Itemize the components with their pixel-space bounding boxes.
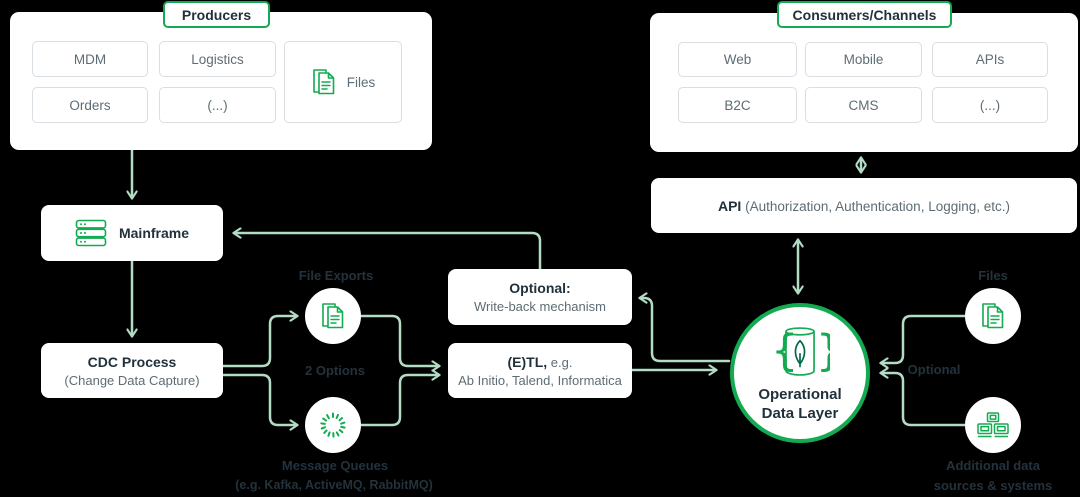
writeback-box: Optional: Write-back mechanism xyxy=(448,269,632,325)
cdc-subtitle: (Change Data Capture) xyxy=(64,372,200,388)
consumer-label-cms: CMS xyxy=(848,97,879,113)
etl-title: (E)TL, e.g. xyxy=(508,352,573,372)
file-exports-label: File Exports xyxy=(298,268,374,283)
consumer-label-b2c: B2C xyxy=(724,97,751,113)
connector-message-queues-to-etl xyxy=(359,369,441,427)
consumers-panel xyxy=(650,13,1078,152)
producer-label-mdm: MDM xyxy=(73,51,107,67)
operational-data-layer-node: { } Operational Data Layer xyxy=(730,303,870,443)
producer-label-files: Files xyxy=(346,74,376,90)
svg-text:{: { xyxy=(771,326,798,376)
etl-subtitle: Ab Initio, Talend, Informatica xyxy=(458,372,622,388)
files-right-icon xyxy=(982,303,1004,329)
additional-sources-label-line2: sources & systems xyxy=(933,478,1053,493)
mainframe-box: Mainframe xyxy=(41,205,223,261)
consumer-node-b2c: B2C xyxy=(678,87,797,123)
consumer-label-more: (...) xyxy=(979,97,1001,113)
odl-label-line1: Operational xyxy=(758,386,842,403)
writeback-title: Optional: xyxy=(509,280,571,296)
cdc-title: CDC Process xyxy=(87,353,177,370)
consumer-node-apis: APIs xyxy=(932,42,1048,77)
producer-node-more: (...) xyxy=(159,87,276,123)
file-exports-icon xyxy=(322,303,344,329)
message-queue-spinner-icon xyxy=(320,412,346,438)
etl-box: (E)TL, e.g. Ab Initio, Talend, Informati… xyxy=(448,343,632,398)
consumers-title: Consumers/Channels xyxy=(792,6,937,23)
connector-cdc-to-message-queues xyxy=(221,373,299,431)
producer-node-logistics: Logistics xyxy=(159,41,276,77)
consumer-node-mobile: Mobile xyxy=(805,42,922,77)
connector-writeback-to-mainframe xyxy=(232,227,542,271)
computer-systems-icon xyxy=(977,411,1009,437)
mongodb-database-icon: { } xyxy=(771,326,830,376)
api-box-text: API (Authorization, Authentication, Logg… xyxy=(718,198,1010,214)
message-queues-label: Message Queues xyxy=(281,458,389,473)
svg-text:}: } xyxy=(816,326,830,376)
message-queues-circle xyxy=(305,397,361,453)
optional-right-label: Optional xyxy=(907,362,961,377)
api-box-detail: (Authorization, Authentication, Logging,… xyxy=(741,198,1010,214)
consumer-node-more: (...) xyxy=(932,87,1048,123)
producer-label-orders: Orders xyxy=(69,97,111,113)
producer-label-logistics: Logistics xyxy=(191,51,244,67)
consumer-label-apis: APIs xyxy=(975,52,1005,67)
file-exports-circle xyxy=(305,288,361,344)
consumer-label-mobile: Mobile xyxy=(843,52,884,67)
connector-file-exports-to-etl xyxy=(359,314,441,372)
consumer-node-cms: CMS xyxy=(805,87,922,123)
consumer-label-web: Web xyxy=(723,52,752,67)
mainframe-label: Mainframe xyxy=(118,225,190,241)
additional-sources-circle xyxy=(965,397,1021,453)
etl-title-light: e.g. xyxy=(547,354,573,370)
message-queues-examples: (e.g. Kafka, ActiveMQ, RabbitMQ) xyxy=(235,478,433,492)
server-stack-icon xyxy=(75,219,107,247)
producers-title: Producers xyxy=(181,6,252,23)
api-box: API (Authorization, Authentication, Logg… xyxy=(651,178,1077,233)
consumer-node-web: Web xyxy=(678,42,797,77)
producers-group-label: Producers xyxy=(163,1,270,28)
files-right-label: Files xyxy=(978,268,1008,283)
api-box-title: API xyxy=(717,197,742,214)
odl-label: Operational Data Layer xyxy=(758,385,841,423)
two-options-label: 2 Options xyxy=(305,363,365,378)
cdc-box: CDC Process (Change Data Capture) xyxy=(41,343,223,398)
connector-cdc-to-file-exports xyxy=(221,310,299,368)
producer-node-mdm: MDM xyxy=(32,41,148,77)
connector-additional-to-odl xyxy=(879,367,967,427)
additional-sources-label-line1: Additional data xyxy=(946,458,1040,473)
etl-title-bold: (E)TL, xyxy=(507,353,548,370)
document-icon xyxy=(312,69,335,95)
producer-label-more: (...) xyxy=(207,97,228,113)
consumers-group-label: Consumers/Channels xyxy=(777,1,952,28)
producer-node-files: Files xyxy=(284,41,402,123)
producer-node-orders: Orders xyxy=(32,87,148,123)
odl-label-line2: Data Layer xyxy=(761,405,839,422)
files-right-circle xyxy=(965,288,1021,344)
connector-odl-to-writeback xyxy=(638,292,731,363)
writeback-subtitle: Write-back mechanism xyxy=(474,299,606,314)
connector-files-to-odl xyxy=(879,314,967,369)
